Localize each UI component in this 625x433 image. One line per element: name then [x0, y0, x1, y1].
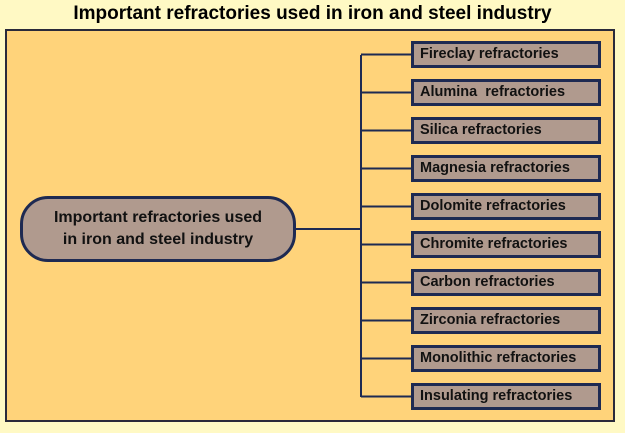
leaf-node-alumina: Alumina refractories [411, 79, 601, 106]
leaf-node-monolithic: Monolithic refractories [411, 345, 601, 372]
root-node-line-2: in iron and steel industry [62, 231, 254, 248]
leaf-node-fireclay: Fireclay refractories [411, 41, 601, 68]
leaf-node-zirconia: Zirconia refractories [411, 307, 601, 334]
leaf-node-carbon: Carbon refractories [411, 269, 601, 296]
leaf-node-dolomite: Dolomite refractories [411, 193, 601, 220]
leaf-node-silica: Silica refractories [411, 117, 601, 144]
leaf-node-insulating: Insulating refractories [411, 383, 601, 410]
root-node: Important refractories used in iron and … [20, 196, 296, 262]
page-title: Important refractories used in iron and … [73, 3, 552, 24]
root-node-line-1: Important refractories used [53, 209, 263, 226]
leaf-node-magnesia: Magnesia refractories [411, 155, 601, 182]
leaf-node-chromite: Chromite refractories [411, 231, 601, 258]
